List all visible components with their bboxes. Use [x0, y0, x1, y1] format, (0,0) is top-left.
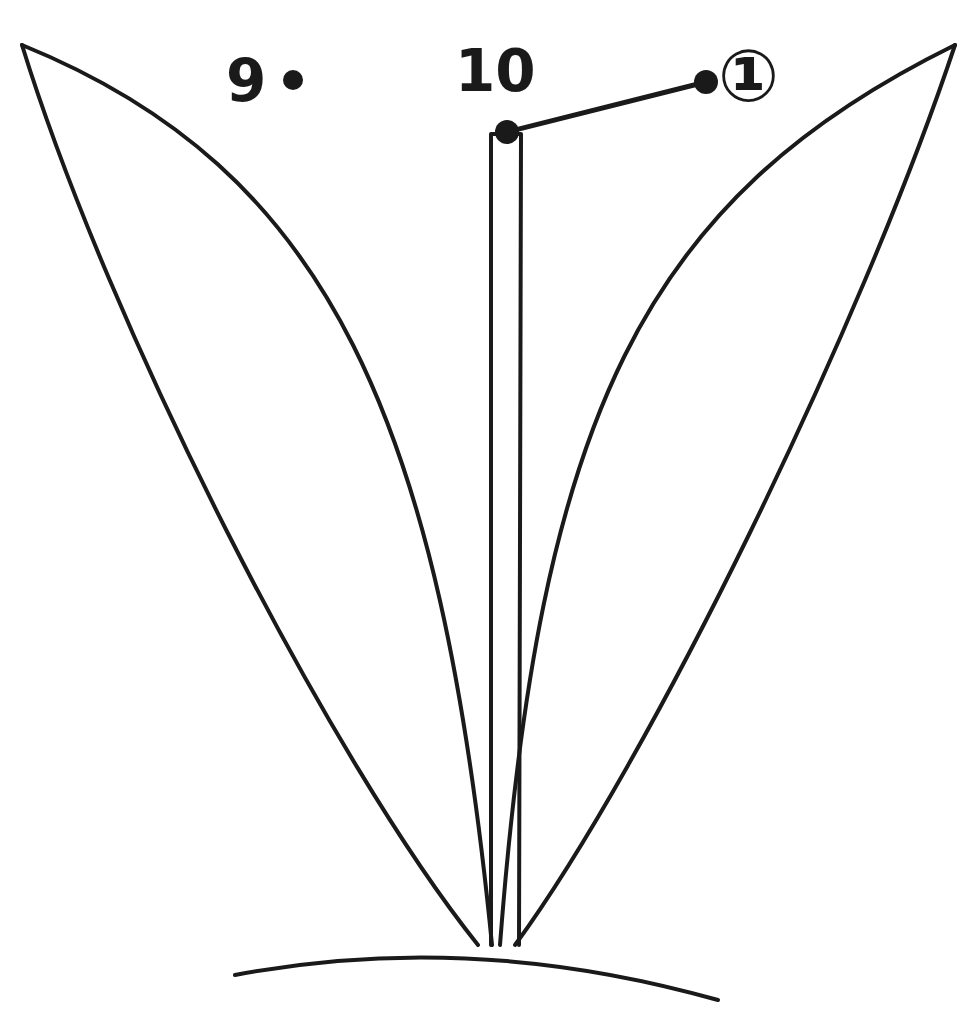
dot — [283, 70, 303, 90]
joined-dots-line — [507, 82, 706, 132]
left-leaf-inner — [22, 45, 492, 945]
dot — [694, 70, 718, 94]
callout-number: 10 — [455, 42, 536, 100]
callout-number: ① — [718, 40, 779, 112]
dot — [495, 120, 519, 144]
right-leaf-outer — [515, 45, 955, 945]
ground-line — [235, 957, 718, 1000]
stem — [491, 134, 521, 945]
callout-number: 9 — [226, 52, 266, 110]
right-leaf-inner — [500, 45, 955, 945]
left-leaf-outer — [22, 45, 478, 945]
